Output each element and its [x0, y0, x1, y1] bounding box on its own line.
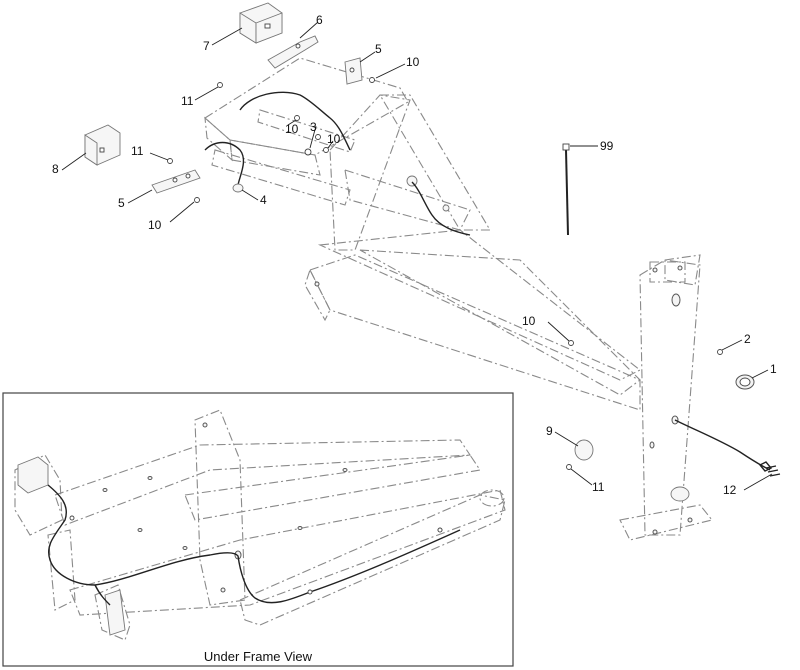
fasteners [167, 82, 723, 470]
cap-1 [735, 374, 755, 390]
callout-5-left: 5 [118, 196, 125, 210]
callout-99: 99 [600, 139, 614, 153]
callout-3: 3 [310, 120, 317, 134]
callout-11-bottom: 11 [592, 480, 605, 494]
cable-tie-99 [562, 143, 570, 236]
callout-labels: 1 2 3 4 5 5 6 7 8 9 10 10 10 10 10 11 11… [52, 13, 777, 497]
light-box-7 [239, 2, 283, 44]
under-frame-view-inset: Under Frame View [2, 392, 514, 667]
callout-5-top: 5 [375, 42, 382, 56]
callout-2: 2 [744, 332, 751, 346]
main-wire-harness [204, 91, 781, 477]
callout-9: 9 [546, 424, 553, 438]
callout-10-frame: 10 [522, 314, 536, 328]
reflector-9 [574, 439, 594, 461]
leader-lines [61, 21, 773, 491]
callout-10-right: 10 [327, 132, 341, 146]
callout-7: 7 [203, 39, 210, 53]
light-box-8 [84, 124, 121, 166]
bracket-5-top [344, 57, 375, 85]
callout-12: 12 [723, 483, 737, 497]
bracket-5-left [151, 169, 201, 194]
callout-10-left: 10 [148, 218, 162, 232]
main-frame [204, 57, 713, 541]
grommet-4 [232, 183, 244, 193]
inset-wire-harness [47, 484, 461, 606]
callout-6: 6 [316, 13, 323, 27]
callout-11-left: 11 [131, 144, 144, 158]
callout-8: 8 [52, 162, 59, 176]
inset-frame-drawing [14, 409, 506, 641]
callout-10-mid: 10 [285, 122, 299, 136]
callout-10-top: 10 [406, 55, 420, 69]
bracket-6 [267, 35, 319, 69]
callout-4: 4 [260, 193, 267, 207]
inset-caption: Under Frame View [204, 649, 313, 664]
callout-1: 1 [770, 362, 777, 376]
callout-11-top: 11 [181, 94, 194, 108]
